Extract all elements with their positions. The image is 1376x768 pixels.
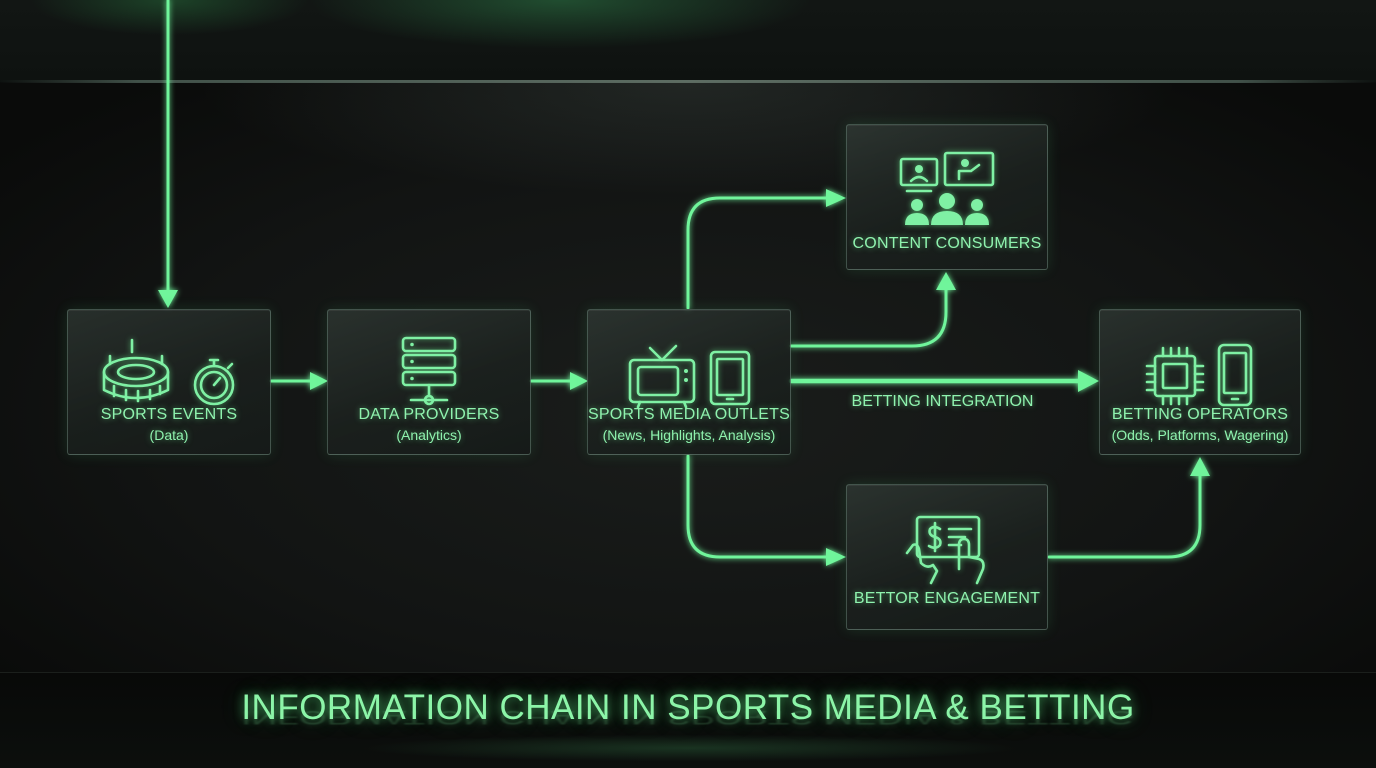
node-sublabel: (News, Highlights, Analysis) (602, 427, 776, 443)
ceiling-glow (0, 0, 1376, 80)
ceiling (0, 0, 1376, 82)
server-network-icon (401, 336, 457, 406)
node-label: SPORTS EVENTS (100, 406, 238, 423)
arrowhead-operators-from-engagement (1190, 457, 1210, 476)
node-sports-media-outlets: SPORTS MEDIA OUTLETS (News, Highlights, … (587, 309, 791, 455)
hands-betting-card-icon (905, 515, 985, 585)
arrowhead-bettor-engagement (826, 548, 846, 566)
smartphone-icon (1217, 343, 1253, 407)
television-icon (628, 344, 696, 408)
stadium-icon (102, 338, 170, 403)
arrowhead-media-outlets (570, 372, 588, 390)
node-data-providers: DATA PROVIDERS (Analytics) (327, 309, 531, 455)
arrowhead-sports-events (158, 290, 178, 308)
node-content-consumers: CONTENT CONSUMERS (846, 124, 1048, 270)
node-label: DATA PROVIDERS (358, 406, 500, 423)
ceiling-edge (0, 80, 1376, 83)
diagram-title: INFORMATION CHAIN IN SPORTS MEDIA & BETT… (241, 688, 1135, 727)
node-sports-events: SPORTS EVENTS (Data) (67, 309, 271, 455)
node-label: BETTOR ENGAGEMENT (853, 590, 1041, 607)
audience-presentation-icon (899, 151, 995, 225)
tablet-icon (709, 350, 751, 406)
diagram-title-reflection: INFORMATION CHAIN IN SPORTS MEDIA & BETT… (241, 706, 1135, 728)
arrow-bettor-engagement-to-operators (1047, 468, 1202, 559)
node-betting-operators: BETTING OPERATORS (Odds, Platforms, Wage… (1099, 309, 1301, 455)
node-label: BETTING OPERATORS (1111, 406, 1289, 423)
arrowhead-betting-operators (1078, 370, 1099, 392)
node-sublabel: (Analytics) (396, 427, 462, 443)
edge-label-betting-integration: BETTING INTEGRATION (851, 393, 1034, 410)
node-label: SPORTS MEDIA OUTLETS (588, 406, 790, 423)
arrowhead-content-consumers (826, 189, 846, 207)
arrowhead-consumers-lower (936, 272, 956, 290)
node-sublabel: (Odds, Platforms, Wagering) (1111, 427, 1289, 443)
node-sublabel: (Data) (149, 427, 189, 443)
node-label: CONTENT CONSUMERS (852, 235, 1042, 252)
arrowhead-data-providers (310, 372, 328, 390)
floor (0, 672, 1376, 768)
node-bettor-engagement: BETTOR ENGAGEMENT (846, 484, 1048, 630)
floor-reflection (250, 730, 1130, 766)
arrow-media-to-consumers-lower (789, 282, 948, 348)
stopwatch-icon (193, 358, 235, 406)
chip-icon (1145, 346, 1205, 406)
arrow-media-to-content-consumers (686, 196, 836, 310)
arrow-media-to-bettor-engagement (686, 454, 836, 559)
